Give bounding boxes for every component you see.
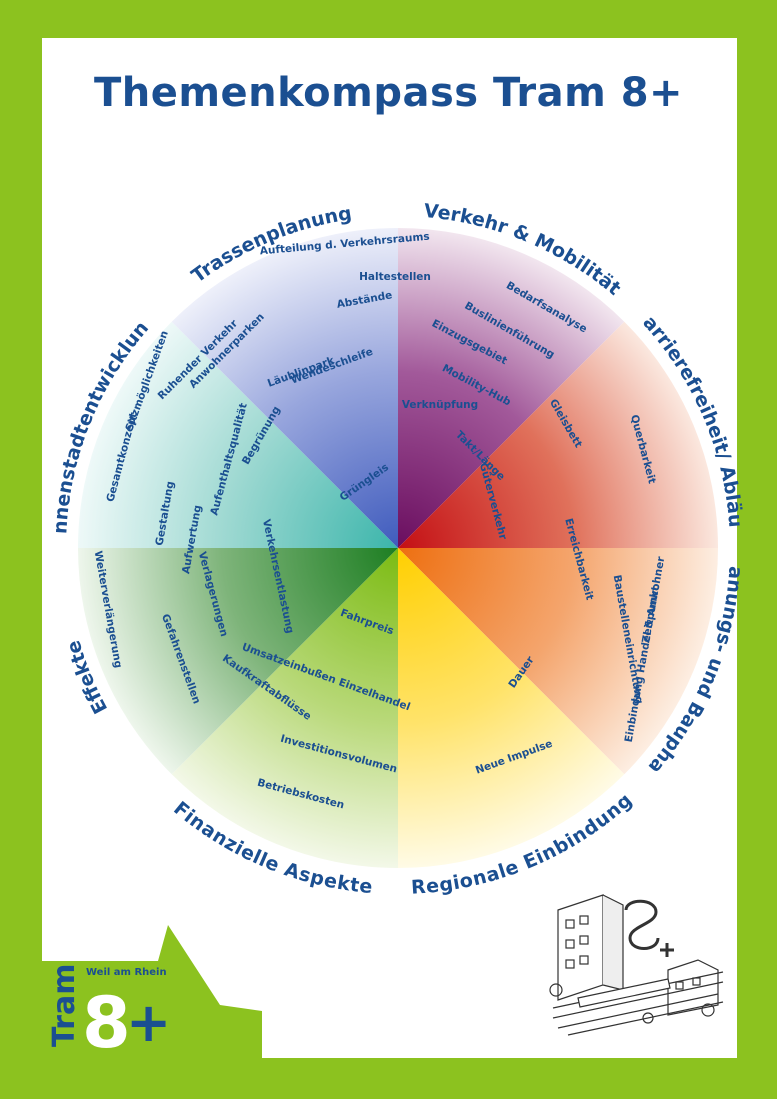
sector-effekte [77, 548, 398, 775]
topic-label: Verknüpfung [402, 399, 478, 411]
number-eight-sculpture-icon [624, 899, 660, 950]
sector-trassenplanung [171, 227, 398, 548]
sector-verkehr-mobilität [398, 228, 625, 548]
building-left-icon [557, 894, 604, 1001]
logo-number: 8 [82, 982, 131, 1059]
logo-place: Weil am Rhein [86, 967, 167, 978]
sector-innenstadtentwicklung [77, 321, 398, 548]
sector-planungs-und-bauphase [398, 548, 718, 775]
tram-logo: Tram 8 + Weil am Rhein [42, 925, 262, 1059]
logo-word: Tram [47, 964, 82, 1047]
tram-icon [577, 978, 671, 1008]
topic-label: Haltestellen [359, 271, 431, 283]
sector-finanzielle-aspekte [171, 548, 398, 869]
city-tram-illustration [549, 894, 724, 1036]
logo-plus: + [126, 991, 171, 1054]
page-title: Themenkompass Tram 8+ [93, 70, 684, 116]
logo-background-shape [42, 925, 262, 1059]
sector-regionale-einbindung [398, 548, 625, 868]
wheel-sectors [77, 227, 718, 869]
building-right-icon [667, 959, 719, 1016]
sector-barrierefreiheit-abläufe [398, 321, 718, 548]
